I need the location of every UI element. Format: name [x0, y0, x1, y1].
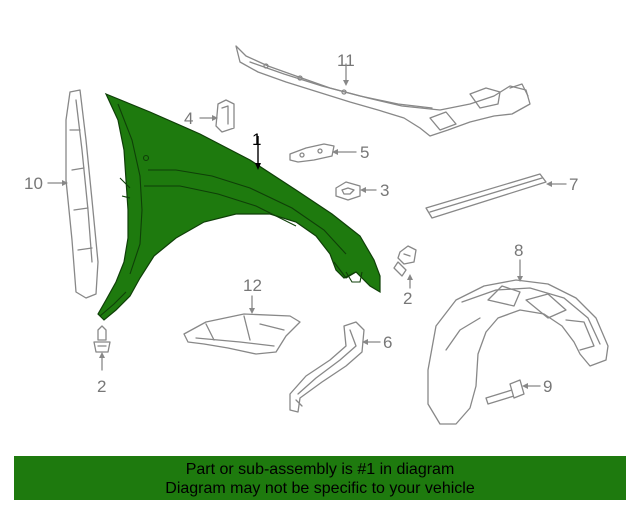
- bracket-part-5: [289, 143, 335, 163]
- lower-shield-part-12: [183, 313, 301, 355]
- callout-7: 7: [569, 175, 579, 194]
- callout-3: 3: [380, 181, 390, 200]
- callout-6: 6: [383, 333, 393, 352]
- bolt-part-9: [485, 379, 525, 405]
- callout-9: 9: [543, 377, 553, 396]
- fender-part-1: [97, 92, 381, 321]
- fender-seal-part: [65, 89, 99, 299]
- wheelhouse-liner-part-8: [427, 279, 609, 425]
- callout-1: 1: [252, 130, 262, 149]
- callout-5: 5: [360, 143, 370, 162]
- upper-bracket-part: [235, 45, 531, 137]
- callout-12: 12: [243, 276, 262, 295]
- callout-2-right: 2: [403, 289, 413, 308]
- notice-line-1: Part or sub-assembly is #1 in diagram: [185, 461, 455, 478]
- callout-10: 10: [24, 174, 43, 193]
- callout-11: 11: [337, 51, 355, 70]
- callout-2-left: 2: [97, 377, 107, 396]
- notice-line-2: Diagram may not be specific to your vehi…: [165, 480, 475, 497]
- lower-bracket-part-6: [289, 321, 365, 413]
- nut-part-3: [335, 181, 361, 201]
- clip-part-4: [215, 99, 235, 133]
- arrowheads: [62, 80, 552, 389]
- bolt-part-2-right: [393, 245, 417, 277]
- diagram-notice-banner: Part or sub-assembly is #1 in diagram Di…: [14, 456, 626, 500]
- bolt-part-2-left: [93, 325, 111, 353]
- callout-4: 4: [184, 109, 194, 128]
- callout-8: 8: [514, 241, 524, 260]
- molding-part-7: [425, 173, 547, 219]
